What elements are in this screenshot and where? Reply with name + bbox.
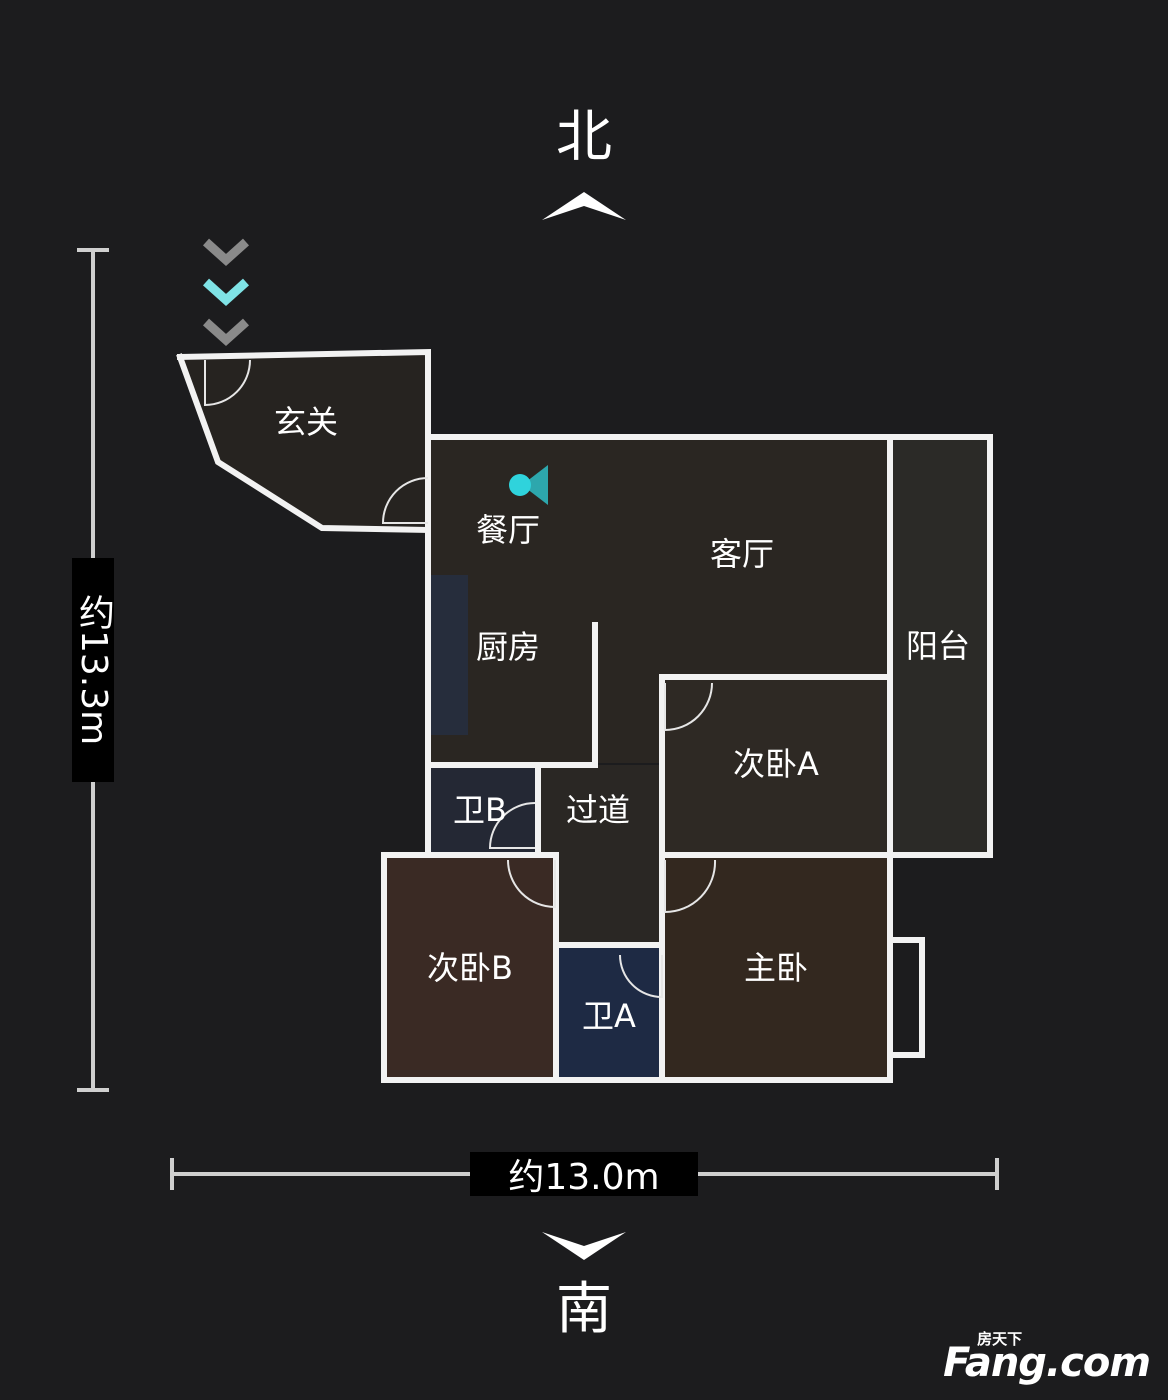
room-label-balcony: 阳台 <box>905 627 971 665</box>
door-swings <box>204 359 717 999</box>
room-label-kitchen: 厨房 <box>475 628 541 666</box>
walls <box>176 348 993 1083</box>
viewpoint-icon <box>509 465 548 505</box>
fang-watermark-logo: 房天下 Fang.com <box>943 1330 1151 1386</box>
watermark-sub: 房天下 <box>977 1330 1023 1348</box>
room-label-living: 客厅 <box>709 535 775 573</box>
south-arrow-icon <box>542 1232 626 1260</box>
room-label-bedroom-b: 次卧B <box>427 949 513 987</box>
room-label-bedroom-a: 次卧A <box>733 745 819 783</box>
chevron-down-icon <box>202 278 250 307</box>
width-dimension-label: 约13.0m <box>470 1152 698 1198</box>
room-label-dining: 餐厅 <box>475 511 541 549</box>
room-label-bath-a: 卫A <box>582 997 636 1035</box>
room-label-corridor: 过道 <box>565 791 631 829</box>
room-label-master: 主卧 <box>743 949 809 987</box>
entry-arrow-icon <box>202 238 250 347</box>
chevron-down-icon <box>202 238 250 267</box>
room-label-bath-b: 卫B <box>453 791 507 829</box>
room-label-entry: 玄关 <box>273 403 339 441</box>
room-fills <box>180 352 990 1080</box>
watermark-brand: Fang.com <box>943 1340 1151 1386</box>
north-label: 北 <box>556 105 612 170</box>
height-dimension-label: 约13.3m <box>72 558 114 782</box>
south-label: 南 <box>556 1277 612 1342</box>
chevron-down-icon <box>202 318 250 347</box>
north-arrow-icon <box>542 192 626 220</box>
